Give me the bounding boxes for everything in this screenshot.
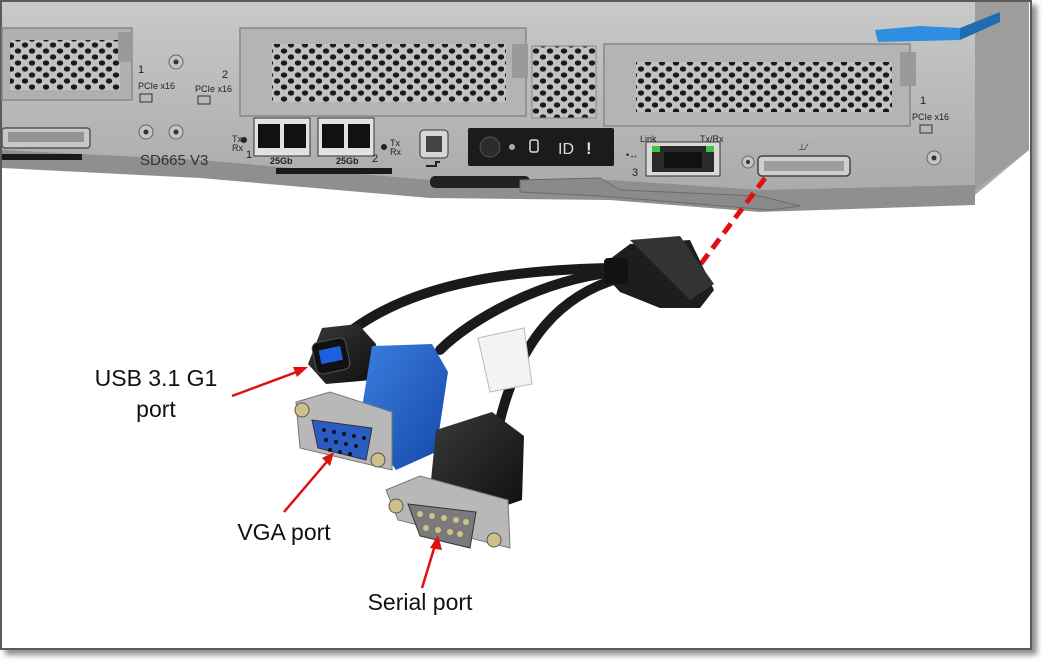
chassis-usb-port (419, 129, 449, 167)
svg-text:PCIe x16: PCIe x16 (912, 112, 949, 122)
network-icon (509, 144, 515, 150)
alert-led-label: ! (586, 139, 592, 158)
usb-callout-label-line2: port (136, 396, 176, 422)
service-icon: •↔ (626, 150, 638, 160)
release-tab (875, 26, 960, 42)
vent-small (531, 45, 597, 119)
sfp-slot-bottom (276, 168, 392, 174)
control-panel: ID ! (468, 128, 614, 166)
usb-arrow (231, 368, 303, 398)
handle (519, 177, 801, 211)
callout-arrows (231, 367, 442, 589)
pcie-bay-right (603, 43, 916, 127)
serial-arrow (420, 541, 438, 589)
svg-text:Link: Link (640, 134, 657, 144)
svg-text:3: 3 (632, 167, 638, 179)
kvm-connector: ⊥⁄ (757, 142, 851, 177)
svg-text:1: 1 (920, 95, 926, 107)
id-led-label: ID (558, 141, 574, 158)
svg-text:25Gb: 25Gb (336, 156, 359, 166)
pull-tab (430, 176, 530, 188)
vga-callout-label: VGA port (237, 519, 331, 545)
svg-text:2: 2 (372, 153, 378, 165)
power-button (479, 136, 501, 158)
svg-text:⊥⁄: ⊥⁄ (798, 142, 809, 152)
pcie-slot-right-label: 1 PCIe x16 (912, 95, 949, 134)
svg-text:1: 1 (246, 149, 252, 161)
pcie-bay-left (1, 27, 133, 160)
pcie-slot-left-b-label: 2 PCIe x16 (195, 69, 232, 105)
svg-text:1: 1 (138, 64, 144, 76)
model-label: SD665 V3 (140, 152, 208, 169)
vga-arrow (283, 457, 331, 513)
breakout-cable (347, 236, 714, 425)
svg-text:Tx/Rx: Tx/Rx (700, 134, 724, 144)
usb-icon (426, 161, 440, 167)
svg-text:25Gb: 25Gb (270, 156, 293, 166)
usb-callout-label: USB 3.1 G1 (95, 365, 218, 391)
pcie-slot-left-a-label: 1 PCIe x16 (138, 64, 175, 103)
svg-text:PCIe x16: PCIe x16 (195, 84, 232, 94)
serial-callout-label: Serial port (368, 589, 473, 615)
rj45-port: Link Tx/Rx •↔ 3 (626, 134, 724, 179)
usb-connector (308, 324, 376, 384)
svg-text:PCIe x16: PCIe x16 (138, 81, 175, 91)
serial-connector (385, 412, 524, 549)
svg-text:2: 2 (222, 69, 228, 81)
vga-connector (294, 344, 448, 471)
cable-plug (598, 236, 714, 308)
pcie-bay-center (239, 27, 528, 117)
hdd-icon (529, 139, 539, 153)
cable-label-sleeve (477, 327, 533, 393)
